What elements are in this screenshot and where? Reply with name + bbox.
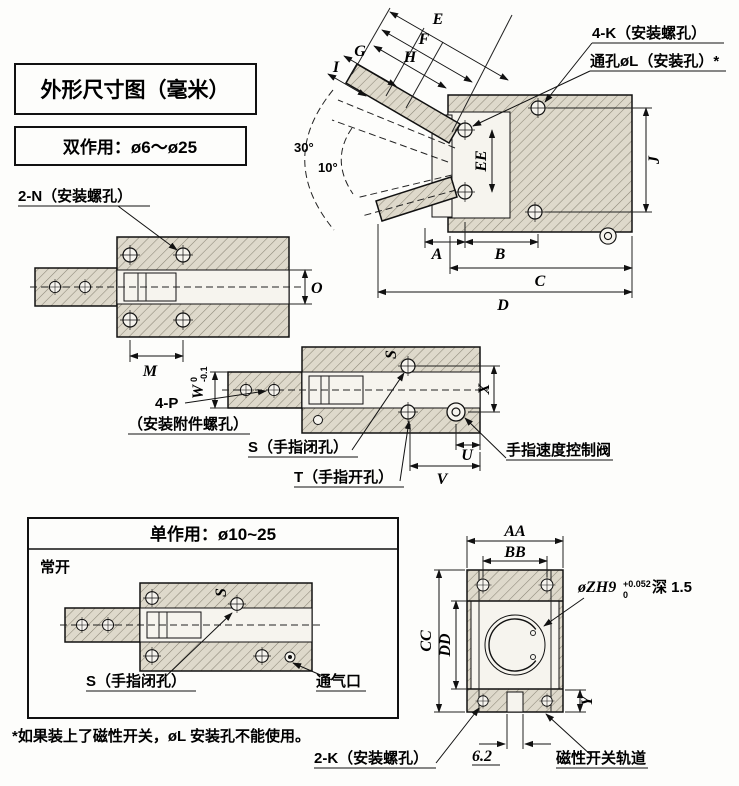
page-title: 外形尺寸图（毫米）: [41, 78, 230, 102]
single-acting-panel: 单作用：ø10~25 常开 S S（手指闭孔） 通气口: [27, 517, 399, 719]
dim-w: W 0 -0.1: [189, 366, 209, 399]
dim-g: G: [354, 43, 366, 60]
dim-f: F: [418, 31, 430, 48]
variant-label: 双作用：ø6～ø25: [63, 137, 197, 157]
dim-bb: BB: [503, 544, 526, 561]
single-acting-header: 单作用：ø10~25: [150, 524, 276, 544]
callout-4p-line2: （安装附件螺孔）: [128, 415, 248, 433]
dim-a: A: [431, 246, 443, 263]
svg-text:0: 0: [189, 377, 199, 382]
speed-valve: [599, 227, 617, 245]
dim-o: O: [311, 280, 323, 297]
dim-i: I: [332, 59, 340, 76]
title-box: 外形尺寸图（毫米）: [14, 63, 257, 115]
dim-d: D: [496, 297, 509, 314]
double-acting-bottom-view: S X W 0 -0.1 U V 4-P （安装附件螺孔） S（手指闭孔） T（…: [128, 346, 613, 488]
callout-switch-rail: 磁性开关轨道: [556, 749, 646, 767]
bore-tol-upper: +0.052: [623, 579, 651, 589]
bore-tol-lower: 0: [623, 590, 628, 600]
callout-finger-open: T（手指开孔）: [294, 468, 393, 486]
bore-circle: [484, 614, 546, 676]
svg-text:-0.1: -0.1: [199, 366, 209, 382]
callout-finger-close-single: S（手指闭孔）: [86, 672, 186, 690]
dim-slot-62: 6.2: [472, 748, 492, 765]
footnote: *如果装上了磁性开关，øL 安装孔不能使用。: [12, 727, 310, 745]
normally-open-label: 常开: [40, 558, 70, 576]
callout-4k: 4-K（安装螺孔）: [592, 24, 706, 42]
angle-30: 30°: [294, 140, 314, 155]
double-acting-side-view: E F H G I 30° 10° EE J A B C D 4-: [294, 7, 726, 314]
variant-box: 双作用：ø6～ø25: [14, 126, 247, 166]
callout-speed-valve: 手指速度控制阀: [506, 441, 611, 459]
dim-u: U: [461, 447, 474, 464]
swing-arc: [304, 89, 335, 231]
dim-e: E: [432, 11, 444, 28]
callout-2k: 2-K（安装螺孔）: [314, 749, 428, 767]
dim-x: X: [476, 383, 493, 395]
bore-label: øZH9: [577, 579, 616, 596]
marker-s: S: [383, 350, 400, 359]
marker-s-single: S: [213, 588, 230, 597]
bore-depth-label: 深 1.5: [652, 578, 692, 596]
angle-10: 10°: [318, 160, 338, 175]
dim-cc: CC: [418, 630, 435, 652]
dim-aa: AA: [503, 523, 526, 540]
callout-through-hole: 通孔øL（安装孔）*: [590, 52, 719, 70]
dim-j: J: [646, 155, 663, 165]
dim-dd: DD: [437, 633, 454, 658]
dim-c: C: [535, 273, 546, 290]
dim-m: M: [142, 363, 158, 380]
circlip-ring: [488, 618, 537, 672]
callout-4p-line1: 4-P: [155, 395, 178, 412]
callout-2n: 2-N（安装螺孔）: [18, 187, 132, 205]
switch-rail-slot: [506, 691, 524, 713]
dim-h: H: [403, 49, 417, 66]
dim-v: V: [437, 471, 449, 488]
callout-vent: 通气口: [316, 672, 361, 690]
dim-b: B: [494, 246, 506, 263]
svg-text:W: W: [190, 383, 207, 399]
callout-finger-close: S（手指闭孔）: [248, 438, 348, 456]
double-acting-top-view: O M 2-N（安装螺孔）: [18, 187, 323, 380]
end-view: AA BB CC DD Y øZH9 +0.052 0 深 1.5 6.2 2-…: [314, 523, 692, 769]
dim-y: Y: [579, 695, 596, 706]
dim-ee: EE: [473, 150, 490, 172]
finger-speed-valve: [446, 402, 466, 422]
